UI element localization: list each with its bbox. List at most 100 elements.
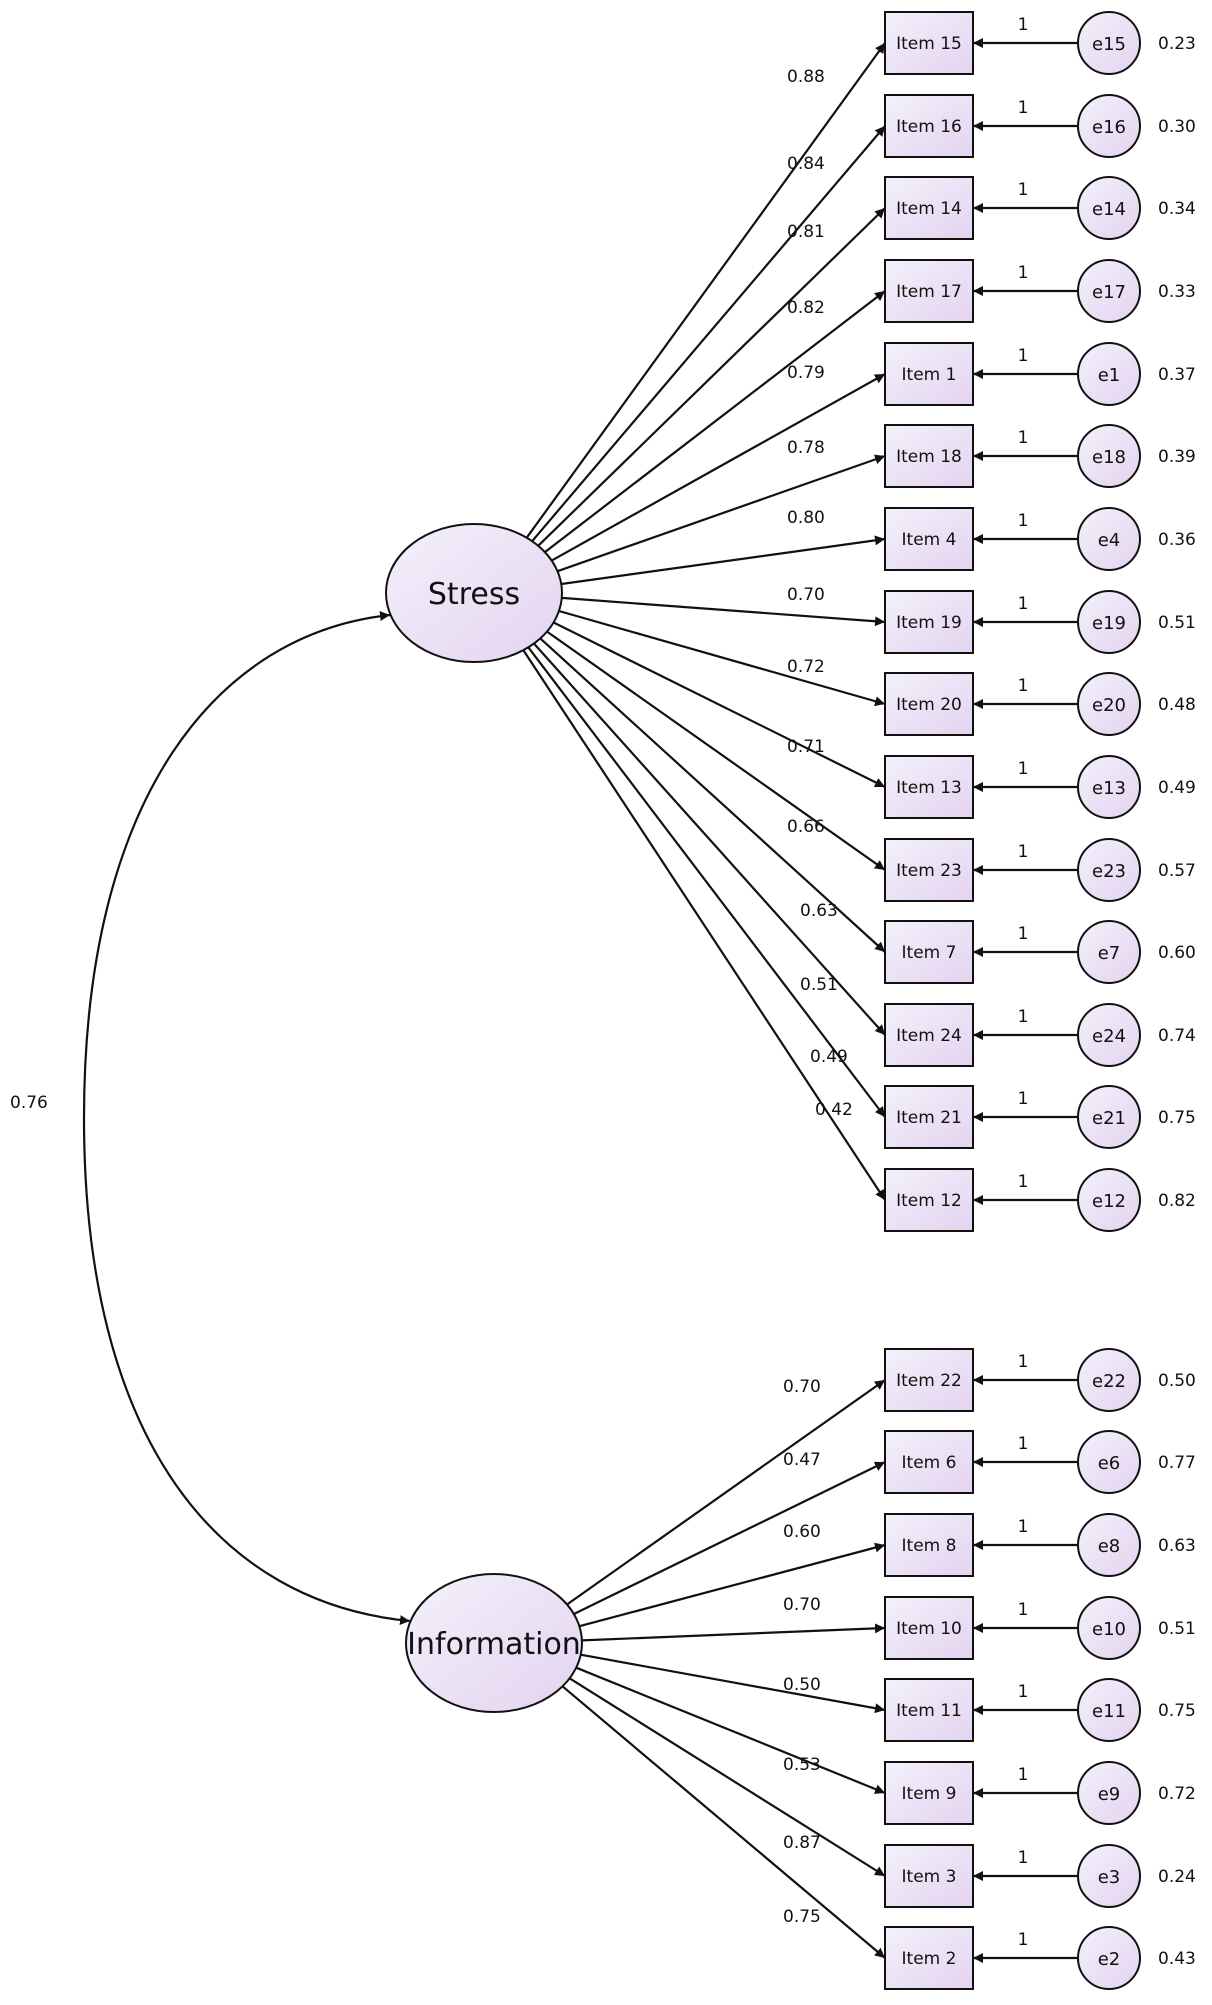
item-label: Item 19 — [896, 613, 962, 633]
factor-loading-label: 0.84 — [787, 154, 825, 174]
factor-loading-label: 0.63 — [800, 901, 838, 921]
error-circle — [1077, 1348, 1141, 1412]
error-circle — [1077, 920, 1141, 984]
error-circle — [1077, 176, 1141, 240]
loading-path — [561, 596, 886, 627]
item-box — [884, 1085, 974, 1149]
fixed-coefficient-label: 1 — [1018, 1600, 1029, 1620]
factor-loading-label: 0.49 — [810, 1047, 848, 1067]
fixed-coefficient-label: 1 — [1018, 1007, 1029, 1027]
loading-path — [522, 649, 886, 1201]
error-variance-label: 0.75 — [1158, 1701, 1196, 1721]
factor-loading-label: 0.70 — [783, 1595, 821, 1615]
item-label: Item 6 — [902, 1453, 957, 1473]
loading-path — [527, 646, 886, 1118]
item-label: Item 24 — [896, 1026, 962, 1046]
error-variance-label: 0.51 — [1158, 1619, 1196, 1639]
covariance-arc — [82, 613, 411, 1626]
loading-path — [561, 535, 886, 586]
fixed-coefficient-label: 1 — [1018, 1352, 1029, 1372]
item-box — [884, 590, 974, 654]
item-box — [884, 1003, 974, 1067]
loading-path — [566, 1379, 886, 1606]
error-variance-label: 0.33 — [1158, 282, 1196, 302]
error-label: e3 — [1098, 1867, 1121, 1888]
loading-path — [544, 290, 886, 553]
fixed-coefficient-label: 1 — [1018, 924, 1029, 944]
item-label: Item 16 — [896, 117, 962, 137]
item-box — [884, 1168, 974, 1232]
loading-path — [531, 125, 886, 542]
error-label: e22 — [1092, 1371, 1126, 1392]
error-variance-label: 0.77 — [1158, 1453, 1196, 1473]
factor-loading-label: 0.47 — [783, 1450, 821, 1470]
loading-path — [573, 1461, 886, 1615]
factor-loading-label: 0.87 — [783, 1833, 821, 1853]
error-variance-label: 0.34 — [1158, 199, 1196, 219]
item-label: Item 20 — [896, 695, 962, 715]
factor-loading-label: 0.88 — [787, 67, 825, 87]
factor-loading-label: 0.75 — [783, 1907, 821, 1927]
fixed-coefficient-label: 1 — [1018, 1848, 1029, 1868]
fixed-coefficient-label: 1 — [1018, 263, 1029, 283]
factor-loading-label: 0.72 — [787, 657, 825, 677]
item-label: Item 13 — [896, 778, 962, 798]
item-label: Item 23 — [896, 861, 962, 881]
item-label: Item 10 — [896, 1619, 962, 1639]
item-box — [884, 1761, 974, 1825]
error-circle — [1077, 507, 1141, 571]
item-box — [884, 1596, 974, 1660]
item-label: Item 1 — [902, 365, 957, 385]
latent-factor-stress — [385, 523, 563, 663]
error-label: e2 — [1098, 1949, 1121, 1970]
item-box — [884, 507, 974, 571]
item-box — [884, 1513, 974, 1577]
loading-path — [525, 42, 886, 539]
error-circle — [1077, 11, 1141, 75]
factor-loading-label: 0.42 — [815, 1100, 853, 1120]
item-label: Item 12 — [896, 1191, 962, 1211]
loading-path — [533, 642, 886, 1036]
fixed-coefficient-label: 1 — [1018, 180, 1029, 200]
error-circle — [1077, 94, 1141, 158]
loading-path — [557, 454, 886, 573]
covariance-label: 0.76 — [10, 1093, 48, 1113]
item-label: Item 7 — [902, 943, 957, 963]
item-label: Item 8 — [902, 1536, 957, 1556]
item-label: Item 4 — [902, 530, 957, 550]
factor-loading-label: 0.51 — [800, 975, 838, 995]
fixed-coefficient-label: 1 — [1018, 1765, 1029, 1785]
loading-path — [537, 207, 886, 547]
loading-path — [551, 373, 886, 562]
factor-loading-label: 0.53 — [783, 1755, 821, 1775]
error-variance-label: 0.72 — [1158, 1784, 1196, 1804]
error-variance-label: 0.24 — [1158, 1867, 1196, 1887]
loading-path — [579, 1542, 886, 1628]
item-label: Item 9 — [902, 1784, 957, 1804]
error-circle — [1077, 1926, 1141, 1990]
fixed-coefficient-label: 1 — [1018, 759, 1029, 779]
error-circle — [1077, 1596, 1141, 1660]
item-box — [884, 920, 974, 984]
error-circle — [1077, 590, 1141, 654]
error-label: e6 — [1098, 1453, 1121, 1474]
fixed-coefficient-label: 1 — [1018, 1682, 1029, 1702]
fixed-coefficient-label: 1 — [1018, 842, 1029, 862]
item-label: Item 18 — [896, 447, 962, 467]
fixed-coefficient-label: 1 — [1018, 1517, 1029, 1537]
loading-path — [581, 1623, 886, 1642]
item-box — [884, 259, 974, 323]
fixed-coefficient-label: 1 — [1018, 346, 1029, 366]
loading-path — [569, 1677, 886, 1877]
item-label: Item 21 — [896, 1108, 962, 1128]
error-label: e13 — [1092, 778, 1126, 799]
error-circle — [1077, 1168, 1141, 1232]
covariance-arrowhead-top — [379, 611, 390, 622]
item-box — [884, 1844, 974, 1908]
error-variance-label: 0.43 — [1158, 1949, 1196, 1969]
error-circle — [1077, 424, 1141, 488]
error-label: e20 — [1092, 695, 1126, 716]
item-label: Item 17 — [896, 282, 962, 302]
error-variance-label: 0.49 — [1158, 778, 1196, 798]
loading-path — [539, 637, 886, 953]
